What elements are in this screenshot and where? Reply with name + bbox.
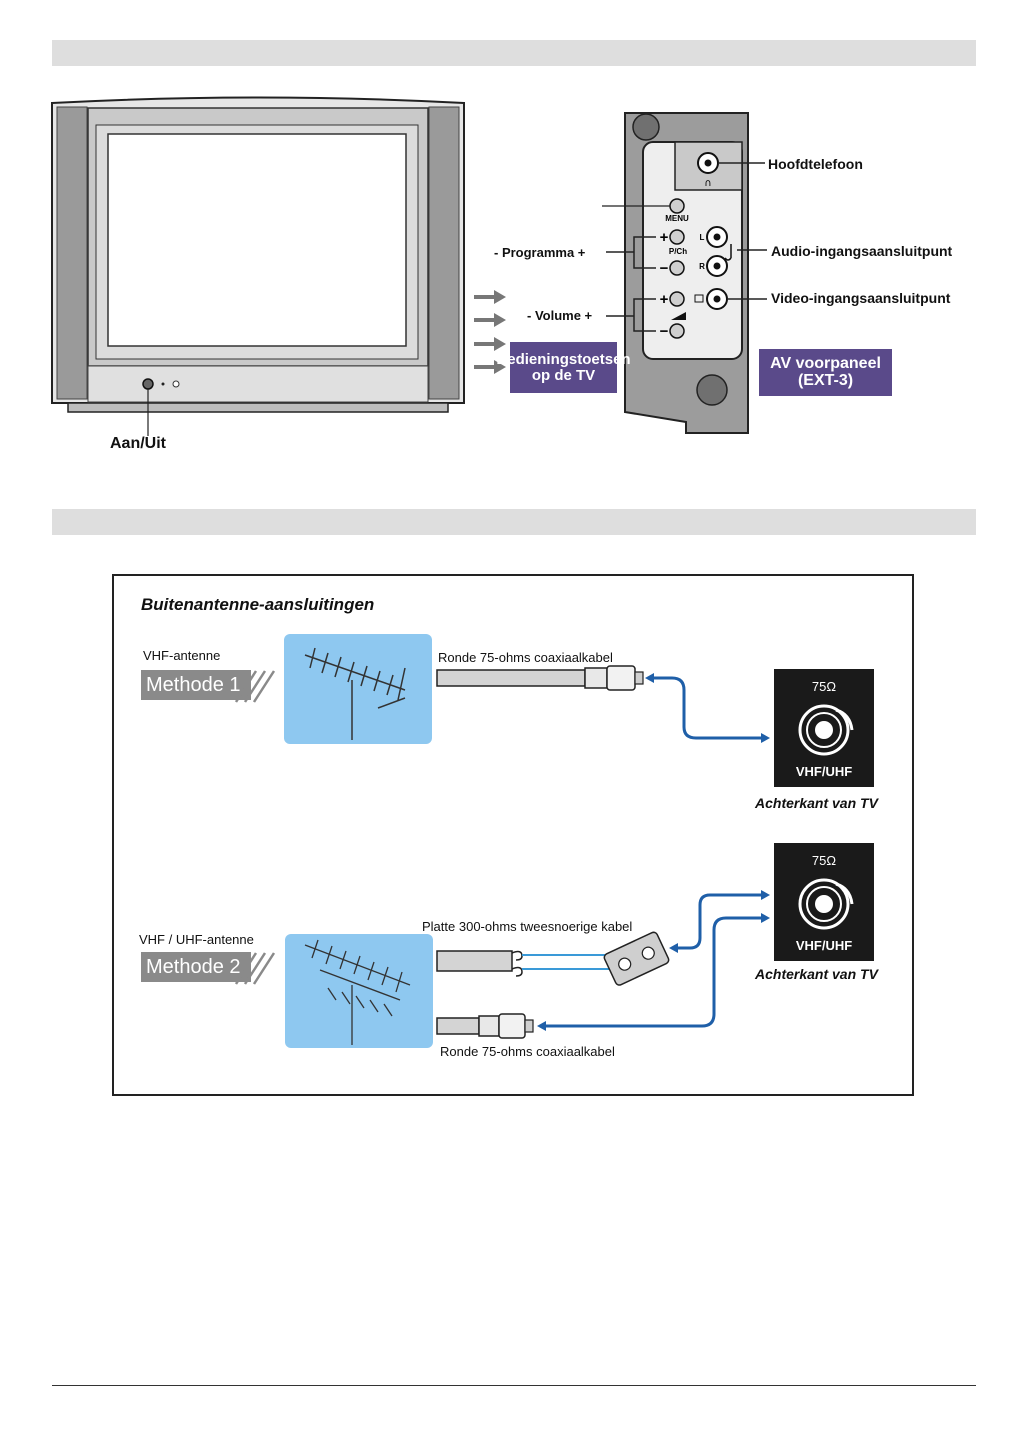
method1-cable-label: Ronde 75-ohms coaxiaalkabel <box>438 650 613 665</box>
rear-of-tv-label: Achterkant van TV <box>755 966 878 982</box>
controls-badge-line1: Bedieningstoetsen <box>496 350 631 368</box>
rear-antenna-socket: 75Ω VHF/UHF <box>774 843 874 961</box>
audio-r-label: R <box>699 262 705 271</box>
av-badge-line2: (EXT-3) <box>797 371 854 389</box>
program-bracket <box>606 236 656 269</box>
controls-badge-line2: op de TV <box>531 366 596 384</box>
socket-ohm-label: 75Ω <box>811 853 837 868</box>
footer-rule <box>52 1385 976 1386</box>
av-front-panel <box>624 112 749 434</box>
antenna-title: Buitenantenne-aansluitingen <box>141 595 375 614</box>
volume-bracket <box>606 298 656 332</box>
volume-up-button <box>669 291 685 307</box>
method1-sky <box>284 634 432 744</box>
controls-badge: Bedieningstoetsen op de TV <box>496 342 631 393</box>
av-panel-badge: AV voorpaneel (EXT-3) <box>759 349 892 396</box>
audio-l-label: L <box>700 233 705 242</box>
section-header-bar <box>52 40 976 66</box>
power-button <box>142 378 154 390</box>
volume-down-button <box>669 323 685 339</box>
method2-flat-cable-label: Platte 300-ohms tweesnoerige kabel <box>422 919 633 934</box>
remote-sensor <box>172 380 180 388</box>
section-header-bar <box>52 509 976 535</box>
menu-button <box>669 198 685 214</box>
program-label: - Programma + <box>494 245 586 260</box>
program-up-button <box>669 229 685 245</box>
method1-antenna-label: VHF-antenne <box>143 648 221 663</box>
volume-icon <box>671 312 686 320</box>
audio-input-label: Audio-ingangsaansluitpunt <box>771 243 953 259</box>
method2-antenna-label: VHF / UHF-antenne <box>139 932 254 947</box>
volume-label: - Volume + <box>527 308 593 323</box>
pch-label: P/Ch <box>669 247 687 256</box>
program-plus-sign: + <box>660 229 669 246</box>
socket-name-label: VHF/UHF <box>795 764 853 779</box>
program-minus-sign: − <box>660 260 669 277</box>
power-label: Aan/Uit <box>110 435 166 452</box>
audio-note-icon <box>724 244 732 261</box>
tv-front-diagram: ∩ MENU + − P/Ch + − L R <box>51 96 767 436</box>
side-arrows <box>474 290 506 374</box>
rear-of-tv-label: Achterkant van TV <box>755 795 878 811</box>
method1-tag: Methode 1 <box>141 670 251 700</box>
antenna-panel <box>112 574 914 1096</box>
volume-minus-sign: − <box>660 323 669 340</box>
headphone-label: Hoofdtelefoon <box>768 156 863 172</box>
video-input-label: Video-ingangsaansluitpunt <box>771 290 951 306</box>
method2-tag-label: Methode 2 <box>146 955 241 978</box>
rear-antenna-socket: 75Ω VHF/UHF <box>774 669 874 787</box>
tv-body <box>51 96 465 413</box>
menu-label: MENU <box>665 214 689 223</box>
socket-name-label: VHF/UHF <box>795 938 853 953</box>
socket-ohm-label: 75Ω <box>811 679 837 694</box>
volume-plus-sign: + <box>660 291 669 308</box>
headphone-icon: ∩ <box>704 178 711 189</box>
method2-coax-cable-label: Ronde 75-ohms coaxiaalkabel <box>440 1044 615 1059</box>
video-icon <box>694 294 704 303</box>
program-down-button <box>669 260 685 276</box>
av-badge-line1: AV voorpaneel <box>770 354 881 372</box>
method1-tag-label: Methode 1 <box>146 673 241 696</box>
method2-sky <box>285 934 433 1048</box>
method2-tag: Methode 2 <box>141 952 251 982</box>
power-led <box>161 382 165 386</box>
